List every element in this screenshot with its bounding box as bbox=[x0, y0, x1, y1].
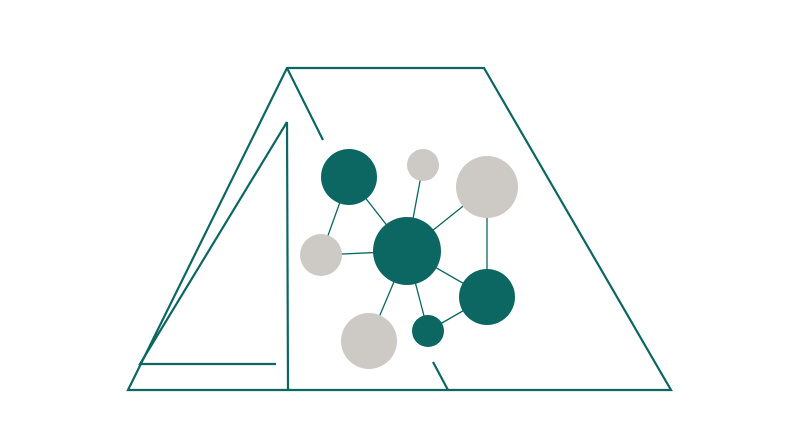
node-secondary-top-small bbox=[407, 149, 439, 181]
node-primary-right bbox=[459, 269, 515, 325]
tent-right-slit bbox=[432, 361, 449, 391]
tent-flap-edge bbox=[286, 67, 324, 141]
node-secondary-top-right bbox=[456, 156, 518, 218]
tent-pole bbox=[285, 121, 290, 391]
tent-body bbox=[126, 66, 673, 392]
tent-door-flap bbox=[138, 121, 288, 366]
node-primary-center bbox=[373, 217, 441, 285]
node-primary-bottom-small bbox=[412, 315, 444, 347]
tent-outline bbox=[126, 66, 673, 392]
node-secondary-bottom-left bbox=[341, 313, 397, 369]
node-secondary-left bbox=[300, 234, 342, 276]
network-nodes bbox=[300, 149, 518, 369]
node-primary-top-left bbox=[321, 149, 377, 205]
